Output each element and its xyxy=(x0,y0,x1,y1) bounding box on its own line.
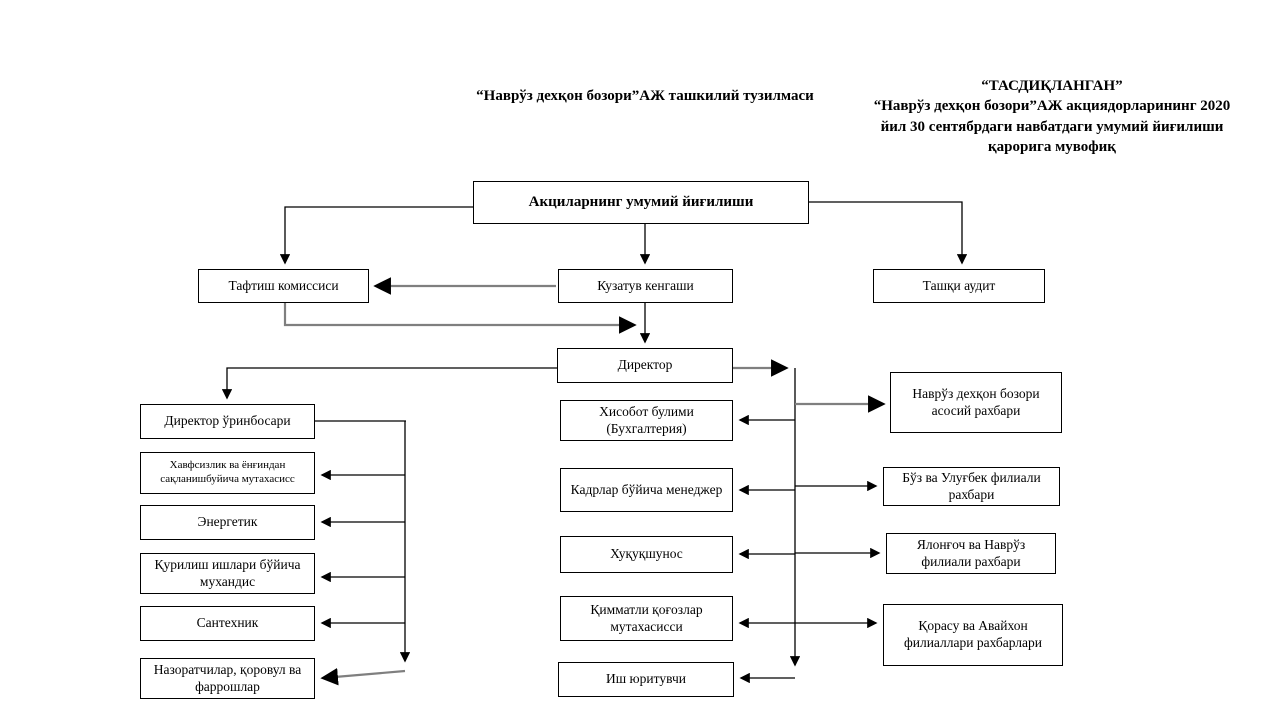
node-label: Сантехник xyxy=(196,615,259,631)
node-ish-yurituvchi: Иш юритувчи xyxy=(558,662,734,697)
node-label: Хисобот булими (Бухгалтерия) xyxy=(599,403,694,436)
node-energetik: Энергетик xyxy=(140,505,315,540)
line-trunk-to-nazoratchilar xyxy=(320,667,406,686)
node-taftish-komissiyasi: Тафтиш комиссиси xyxy=(198,269,369,303)
node-qurilish-muhandis: Қурилиш ишлари бўйича мухандис xyxy=(140,553,315,594)
node-label: Қорасу ва Авайхон филиаллари рахбарлари xyxy=(904,618,1042,650)
line-taftish-join xyxy=(283,303,637,334)
node-general-meeting: Акциларнинг умумий йиғилиши xyxy=(473,181,809,224)
node-direktor-orinbosari: Директор ўринбосари xyxy=(140,404,315,439)
node-label: Акциларнинг умумий йиғилиши xyxy=(528,194,754,211)
node-santexnik: Сантехник xyxy=(140,606,315,641)
node-tashqi-audit: Ташқи аудит xyxy=(873,269,1045,303)
node-label: Энергетик xyxy=(197,514,258,530)
node-asosiy-rahbar: Наврўз дехқон бозори асосий рахбари xyxy=(890,372,1062,433)
node-label: Ташқи аудит xyxy=(922,277,996,293)
node-label: Ялонғоч ва Наврўз филиали рахбари xyxy=(916,536,1026,569)
node-label: Директор xyxy=(617,357,673,373)
node-qimmatli-qogozlar: Қимматли қоғозлар мутахасисси xyxy=(560,596,733,641)
node-label: Тафтиш комиссиси xyxy=(228,277,339,293)
approval-note: “ТАСДИҚЛАНГАН” “Наврўз дехқон бозори”АЖ … xyxy=(873,78,1231,155)
node-label: Қимматли қоғозлар мутахасисси xyxy=(590,601,703,634)
node-yalongoch-navroz-filiali: Ялонғоч ва Наврўз филиали рахбари xyxy=(886,533,1056,574)
line-direktor-to-deputy xyxy=(221,367,557,400)
line-meeting-to-audit xyxy=(809,201,968,265)
node-qorasu-avayxon-filiallari: Қорасу ва Авайхон филиаллари рахбарлари xyxy=(883,604,1063,666)
node-boz-ulugbek-filiali: Бўз ва Улуғбек филиали рахбари xyxy=(883,467,1060,506)
line-meeting-to-taftish xyxy=(279,206,473,265)
node-label: Бўз ва Улуғбек филиали рахбари xyxy=(902,469,1041,502)
node-direktor: Директор xyxy=(557,348,733,383)
node-label: Хуқуқшунос xyxy=(610,546,683,562)
node-label: Хавфсизлик ва ёнғиндан сақланишбуйича му… xyxy=(160,459,295,485)
chart-title: “Наврўз дехқон бозори”АЖ ташкилий тузилм… xyxy=(476,88,814,104)
node-xavfsizlik-mutaxassis: Хавфсизлик ва ёнғиндан сақланишбуйича му… xyxy=(140,452,315,494)
node-label: Наврўз дехқон бозори асосий рахбари xyxy=(912,385,1040,418)
node-kuzatuv-kengashi: Кузатув кенгаши xyxy=(558,269,733,303)
node-label: Иш юритувчи xyxy=(606,671,686,687)
node-nazoratchilar: Назоратчилар, қоровул ва фаррошлар xyxy=(140,658,315,699)
node-label: Кадрлар бўйича менеджер xyxy=(570,481,723,497)
node-label: Қурилиш ишлари бўйича мухандис xyxy=(154,556,301,589)
node-label: Назоратчилар, қоровул ва фаррошлар xyxy=(153,661,302,694)
node-hisobot-bulimi: Хисобот булими (Бухгалтерия) xyxy=(560,400,733,441)
node-label: Кузатув кенгаши xyxy=(597,277,694,293)
node-kadrlar-menejer: Кадрлар бўйича менеджер xyxy=(560,468,733,512)
node-huquqshunos: Хуқуқшунос xyxy=(560,536,733,573)
node-label: Директор ўринбосари xyxy=(164,413,291,429)
